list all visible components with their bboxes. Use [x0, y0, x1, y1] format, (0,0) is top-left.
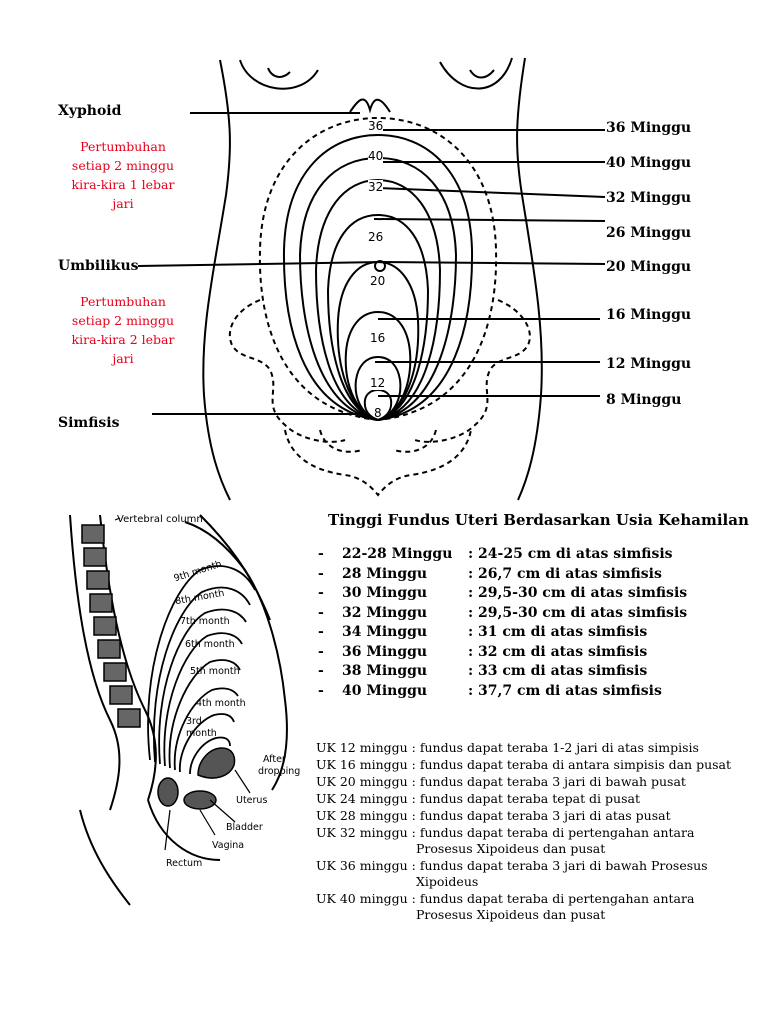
note-line: jari: [112, 351, 134, 366]
note-line: kira-kira 1 lebar: [71, 177, 175, 192]
row-dash: -: [318, 644, 324, 660]
note-line: kira-kira 2 lebar: [71, 332, 175, 347]
label-bladder: Bladder: [226, 822, 263, 833]
label-40-minggu: 40 Minggu: [606, 155, 692, 171]
label-7th-month: 7th month: [180, 616, 230, 627]
uk-note-36-cont: Xipoideus: [416, 874, 479, 889]
label-after-dropping-1: After: [263, 754, 286, 765]
uk-note-40: UK 40 minggu : fundus dapat teraba di pe…: [316, 891, 695, 906]
note-growth-2-finger: Pertumbuhan setiap 2 minggu kira-kira 2 …: [48, 292, 198, 368]
uk-note-32-cont: Prosesus Xipoideus dan pusat: [416, 841, 606, 856]
uk-note-40-cont: Prosesus Xipoideus dan pusat: [416, 907, 606, 922]
row-dash: -: [318, 605, 324, 621]
row-desc: : 37,7 cm di atas simfisis: [468, 683, 662, 699]
fundus-number-32: 32: [368, 180, 384, 194]
fundus-number-40: 40: [368, 149, 384, 163]
row-dash: -: [318, 663, 324, 679]
note-line: Pertumbuhan: [80, 294, 166, 309]
fundus-number-36: 36: [368, 119, 384, 133]
label-month: month: [186, 728, 217, 739]
front-torso-diagram: [137, 57, 606, 501]
row-desc: : 24-25 cm di atas simfisis: [468, 546, 673, 562]
uk-note-32: UK 32 minggu : fundus dapat teraba di pe…: [316, 825, 695, 840]
row-dash: -: [318, 683, 324, 699]
note-line: Pertumbuhan: [80, 139, 166, 154]
uk-note-20: UK 20 minggu : fundus dapat teraba 3 jar…: [316, 774, 686, 789]
row-desc: : 29,5-30 cm di atas simfisis: [468, 585, 688, 601]
label-8-minggu: 8 Minggu: [606, 392, 682, 408]
label-umbilikus: Umbilikus: [58, 258, 139, 274]
row-week: 28 Minggu: [342, 566, 428, 582]
fundus-number-20: 20: [370, 274, 386, 288]
label-3rd: 3rd: [186, 716, 202, 727]
fundus-number-26: 26: [368, 230, 384, 244]
row-desc: : 26,7 cm di atas simfisis: [468, 566, 662, 582]
fundus-number-8: 8: [374, 406, 382, 420]
uk-note-28: UK 28 minggu : fundus dapat teraba 3 jar…: [316, 808, 671, 823]
row-week: 22-28 Minggu: [342, 546, 453, 562]
row-dash: -: [318, 566, 324, 582]
row-dash: -: [318, 585, 324, 601]
uk-note-12: UK 12 minggu : fundus dapat teraba 1-2 j…: [316, 740, 699, 755]
label-20-minggu: 20 Minggu: [606, 259, 692, 275]
side-view-diagram: [69, 514, 288, 906]
row-week: 36 Minggu: [342, 644, 428, 660]
fundus-number-12: 12: [370, 376, 386, 390]
uk-note-16: UK 16 minggu : fundus dapat teraba di an…: [316, 757, 732, 772]
row-week: 32 Minggu: [342, 605, 428, 621]
note-growth-1-finger: Pertumbuhan setiap 2 minggu kira-kira 1 …: [48, 137, 198, 213]
row-week: 38 Minggu: [342, 663, 428, 679]
row-week: 30 Minggu: [342, 585, 428, 601]
uk-note-36: UK 36 minggu : fundus dapat teraba 3 jar…: [316, 858, 708, 873]
label-12-minggu: 12 Minggu: [606, 356, 692, 372]
label-26-minggu: 26 Minggu: [606, 225, 692, 241]
table-title: Tinggi Fundus Uteri Berdasarkan Usia Keh…: [328, 511, 749, 529]
label-xyphoid: Xyphoid: [58, 103, 122, 119]
label-uterus: Uterus: [236, 795, 268, 806]
label-36-minggu: 36 Minggu: [606, 120, 692, 136]
uk-note-24: UK 24 minggu : fundus dapat teraba tepat…: [316, 791, 640, 806]
row-week: 40 Minggu: [342, 683, 428, 699]
row-desc: : 29,5-30 cm di atas simfisis: [468, 605, 688, 621]
label-after-dropping-2: dropping: [258, 766, 301, 777]
note-line: setiap 2 minggu: [71, 313, 175, 328]
label-vagina: Vagina: [212, 840, 245, 851]
row-week: 34 Minggu: [342, 624, 428, 640]
label-32-minggu: 32 Minggu: [606, 190, 692, 206]
label-vertebral-column: Vertebral column: [117, 514, 203, 525]
label-simfisis: Simfisis: [58, 415, 120, 431]
row-desc: : 31 cm di atas simfisis: [468, 624, 648, 640]
row-dash: -: [318, 624, 324, 640]
label-16-minggu: 16 Minggu: [606, 307, 692, 323]
row-desc: : 32 cm di atas simfisis: [468, 644, 648, 660]
label-rectum: Rectum: [166, 858, 203, 869]
fundus-number-16: 16: [370, 331, 386, 345]
note-line: setiap 2 minggu: [71, 158, 175, 173]
label-5th-month: 5th month: [190, 666, 240, 677]
row-desc: : 33 cm di atas simfisis: [468, 663, 648, 679]
label-6th-month: 6th month: [185, 639, 235, 650]
label-4th-month: 4th month: [196, 698, 246, 709]
note-line: jari: [112, 196, 134, 211]
row-dash: -: [318, 546, 324, 562]
